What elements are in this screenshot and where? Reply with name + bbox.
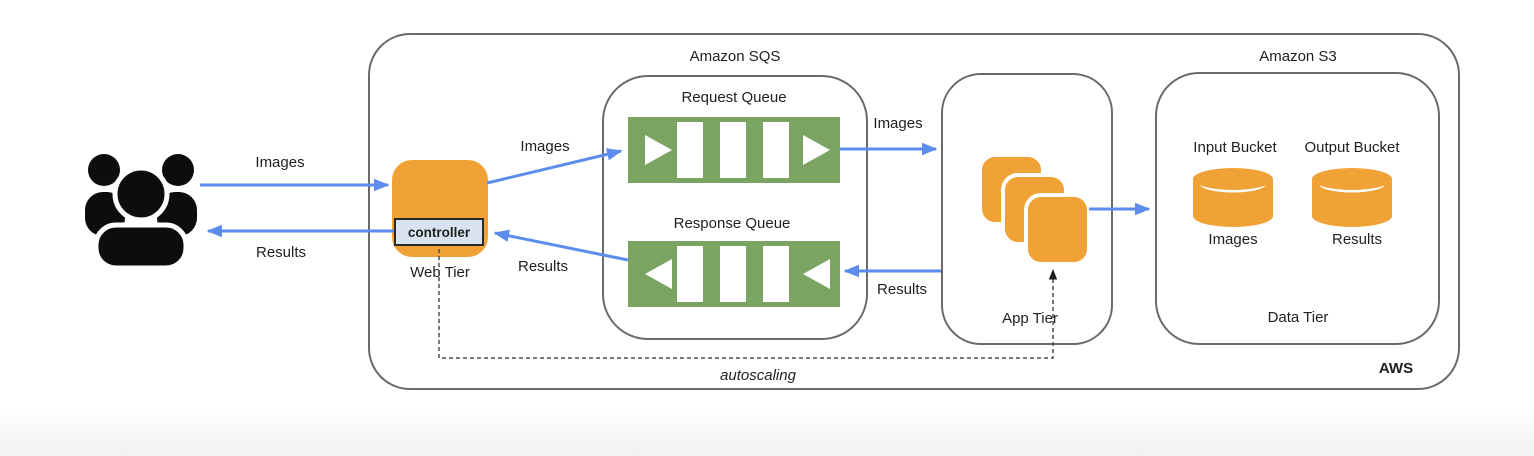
controller-label: controller bbox=[407, 224, 471, 240]
output-bucket-label: Output Bucket bbox=[1304, 139, 1400, 156]
output-bucket-icon bbox=[1312, 168, 1392, 227]
controller-box: controller bbox=[394, 218, 484, 246]
flow-label-results-app-queue: Results bbox=[876, 281, 928, 298]
flow-label-images-web: Images bbox=[520, 138, 570, 155]
aws-label: AWS bbox=[1378, 360, 1414, 377]
instance-icon bbox=[1028, 197, 1087, 262]
flow-label-results-web: Results bbox=[517, 258, 569, 275]
flow-label-results-users: Results bbox=[255, 244, 307, 261]
aws-container bbox=[368, 33, 1460, 390]
flow-label-images-queue-app: Images bbox=[873, 115, 923, 132]
input-bucket-content-label: Images bbox=[1208, 231, 1258, 248]
data-tier-label: Data Tier bbox=[1267, 309, 1329, 326]
input-bucket-label: Input Bucket bbox=[1193, 139, 1277, 156]
data-tier-container bbox=[1155, 72, 1440, 345]
request-queue-icon bbox=[628, 117, 840, 183]
flow-label-images-users: Images bbox=[255, 154, 305, 171]
web-tier-label: Web Tier bbox=[410, 264, 470, 281]
response-queue-icon bbox=[628, 241, 840, 307]
sqs-title: Amazon SQS bbox=[689, 48, 781, 65]
response-queue-label: Response Queue bbox=[673, 215, 791, 232]
output-bucket-content-label: Results bbox=[1331, 231, 1383, 248]
autoscaling-label: autoscaling bbox=[720, 367, 796, 384]
bottom-gradient-band bbox=[0, 406, 1534, 456]
app-tier-label: App Tier bbox=[1002, 310, 1058, 327]
s3-title: Amazon S3 bbox=[1259, 48, 1337, 65]
request-queue-label: Request Queue bbox=[681, 89, 787, 106]
users-icon bbox=[85, 154, 197, 268]
input-bucket-icon bbox=[1193, 168, 1273, 227]
